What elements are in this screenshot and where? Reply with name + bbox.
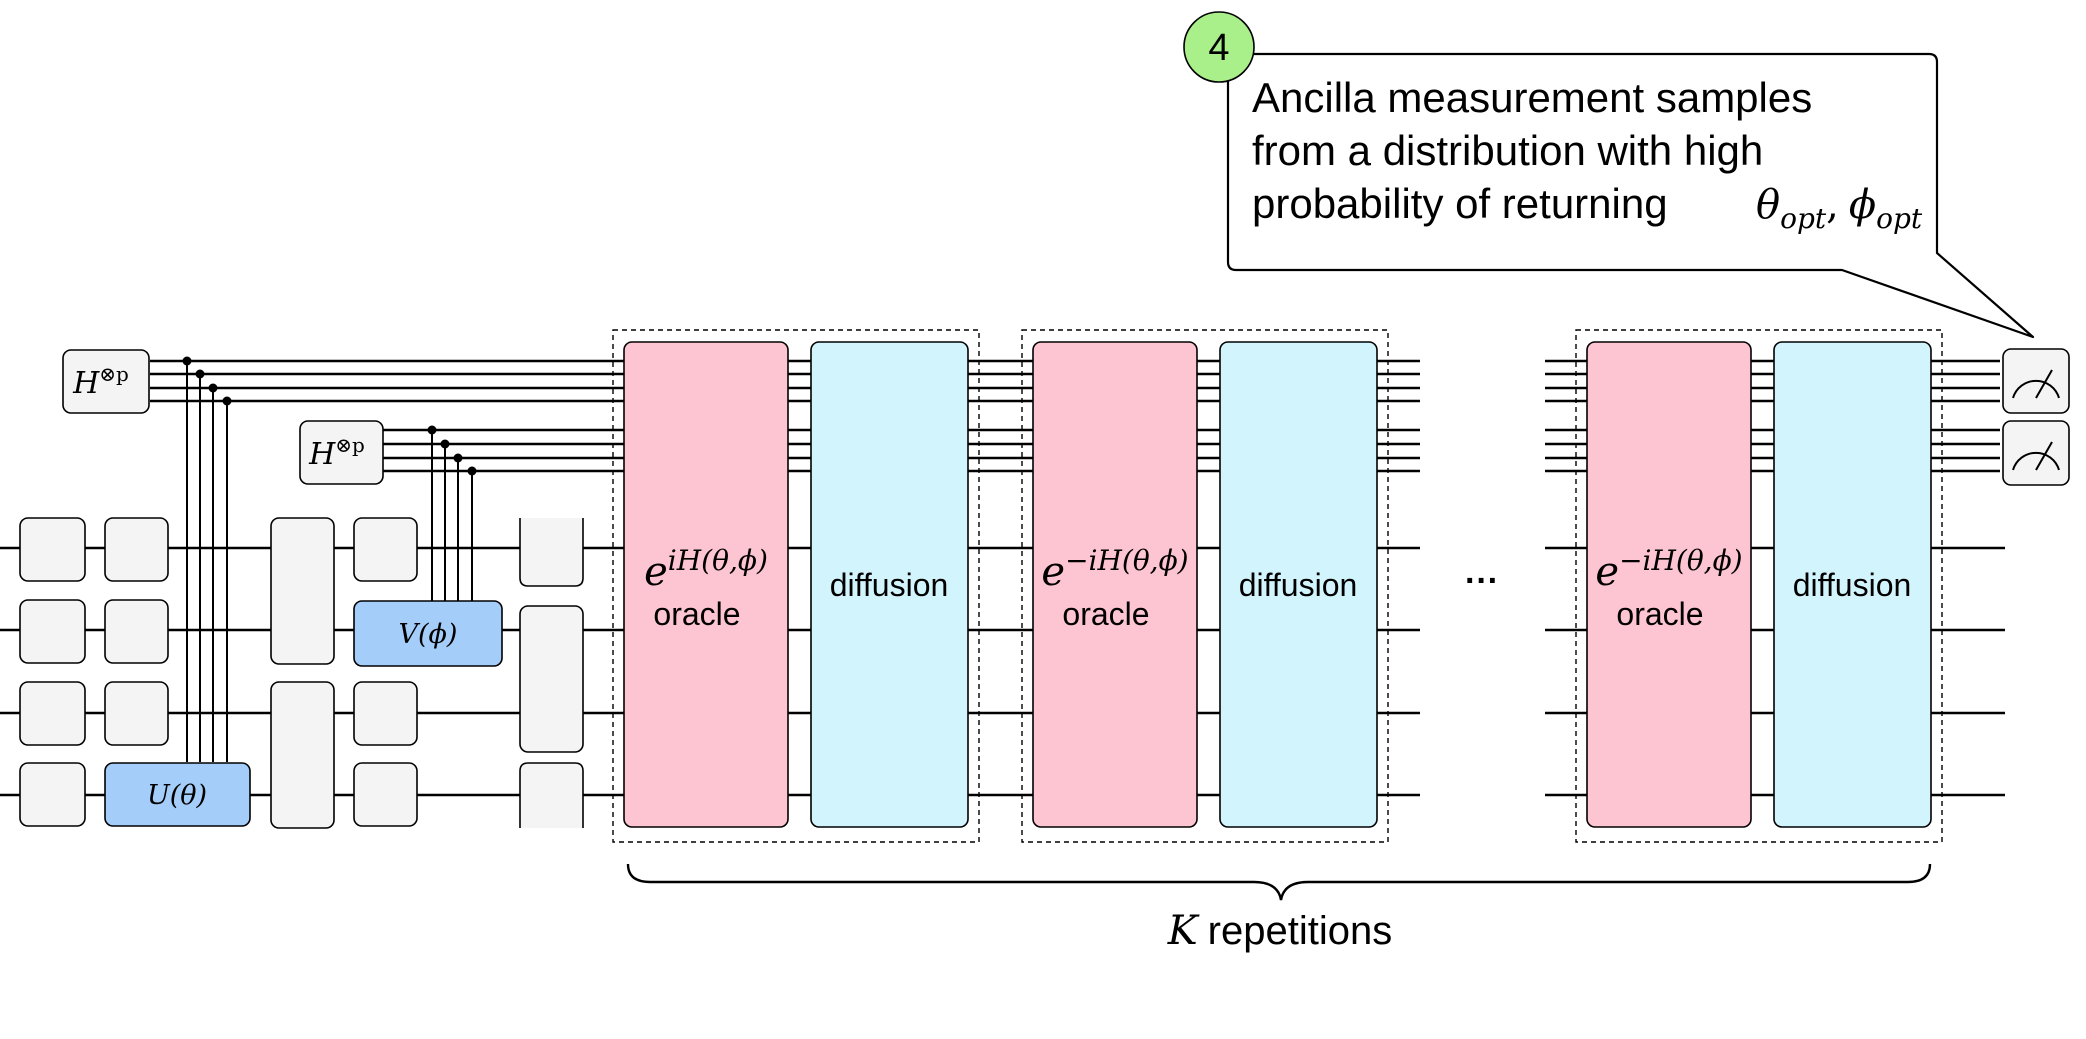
- oracle-gate: [623, 341, 789, 828]
- callout-math-sub-1: opt: [1780, 202, 1827, 235]
- control-dot: [440, 439, 450, 449]
- measurement-meter-a: [2002, 348, 2070, 414]
- v-phi-label: V(ϕ): [399, 619, 458, 650]
- measurement-meter-b: [2002, 420, 2070, 486]
- oracle-formula: e−iH(θ,ϕ): [1041, 544, 1188, 595]
- diffusion-gate: [1219, 341, 1378, 828]
- diffusion-label: diffusion: [1239, 567, 1358, 603]
- control-dot: [467, 466, 477, 476]
- control-dot: [195, 369, 205, 379]
- ansatz-gate: [270, 681, 335, 829]
- ansatz-gate: [19, 599, 86, 664]
- ansatz-gate: [270, 517, 335, 665]
- control-dot: [453, 453, 463, 463]
- svg-text:H⊗p: H⊗p: [72, 362, 129, 401]
- oracle-formula-exponent: iH(θ,ϕ): [668, 544, 768, 577]
- repetition-frame: [612, 329, 980, 843]
- callout-math-phi: ϕ: [1849, 182, 1876, 228]
- u-control-dots: [182, 356, 232, 406]
- svg-text:θopt,ϕopt: θopt,ϕopt: [1756, 182, 1923, 235]
- callout-math-sub-2: opt: [1876, 202, 1923, 235]
- hadamard-gate-second: H⊗p: [299, 420, 384, 485]
- v-controls: [431, 430, 473, 601]
- callout-line-2: from a distribution with high: [1252, 127, 1763, 174]
- ansatz-gate: [19, 517, 86, 582]
- u-controls: [186, 361, 228, 762]
- control-dot: [222, 396, 232, 406]
- ansatz-gate-partial: [519, 762, 584, 828]
- hadamard-gate-top: H⊗p: [62, 349, 150, 414]
- oracle-formula: e−iH(θ,ϕ): [1595, 544, 1742, 595]
- diffusion-label: diffusion: [830, 567, 949, 603]
- oracle-label: oracle: [1062, 596, 1149, 632]
- oracle-label: oracle: [1616, 596, 1703, 632]
- oracle-formula: eiH(θ,ϕ): [644, 544, 768, 595]
- step-badge: 4: [1183, 11, 1255, 83]
- repetitions-brace: [626, 863, 1932, 901]
- repetition-frame: [1575, 329, 1943, 843]
- v-phi-gate: V(ϕ): [353, 600, 503, 667]
- ansatz-gate-partial: [519, 518, 584, 587]
- svg-text:Ancilla measurement samples: Ancilla measurement samples from a distr…: [1252, 74, 1824, 227]
- ansatz-gate: [19, 681, 86, 746]
- callout-box: Ancilla measurement samples from a distr…: [1226, 52, 2035, 339]
- control-dot: [427, 425, 437, 435]
- ellipsis: ···: [1465, 562, 1499, 600]
- ansatz-gate: [353, 762, 418, 827]
- control-dot: [182, 356, 192, 366]
- hadamard-superscript: ⊗p: [99, 362, 129, 386]
- oracle-gate: [1032, 341, 1198, 828]
- oracle-formula-exponent: −iH(θ,ϕ): [1065, 544, 1189, 577]
- ansatz-gate: [19, 762, 86, 827]
- repetition-frame: [1021, 329, 1389, 843]
- repetitions-variable: K: [1167, 908, 1200, 954]
- diffusion-gate: [810, 341, 969, 828]
- step-badge-number: 4: [1208, 27, 1229, 69]
- ansatz-gates-cut: [519, 518, 584, 828]
- callout-math-theta: θ: [1756, 182, 1780, 228]
- oracle-gate: [1586, 341, 1752, 828]
- hadamard-base: H: [308, 437, 336, 472]
- v-control-dots: [427, 425, 477, 476]
- callout-line-1: Ancilla measurement samples: [1252, 74, 1812, 121]
- u-theta-gate: U(θ): [104, 762, 251, 827]
- diffusion-gate: [1773, 341, 1932, 828]
- diffusion-label: diffusion: [1793, 567, 1912, 603]
- ansatz-gates: [19, 517, 584, 829]
- oracle-label: oracle: [653, 596, 740, 632]
- hadamard-base: H: [72, 366, 100, 401]
- hadamard-superscript: ⊗p: [335, 433, 365, 457]
- ansatz-gate: [104, 681, 169, 746]
- ansatz-gate: [353, 517, 418, 582]
- ansatz-gate: [104, 599, 169, 664]
- repetitions-text: repetitions: [1208, 909, 1393, 953]
- ansatz-gate: [519, 605, 584, 753]
- oracle-formula-base: e: [1041, 549, 1065, 595]
- svg-text:H⊗p: H⊗p: [308, 433, 365, 472]
- oracle-formula-exponent: −iH(θ,ϕ): [1619, 544, 1743, 577]
- callout-math-sep: ,: [1826, 182, 1839, 228]
- ansatz-gate: [353, 681, 418, 746]
- callout-line-3: probability of returning: [1252, 180, 1668, 227]
- u-theta-label: U(θ): [147, 780, 207, 811]
- oracle-formula-base: e: [644, 549, 668, 595]
- ansatz-gate: [104, 517, 169, 582]
- oracle-formula-base: e: [1595, 549, 1619, 595]
- control-dot: [208, 383, 218, 393]
